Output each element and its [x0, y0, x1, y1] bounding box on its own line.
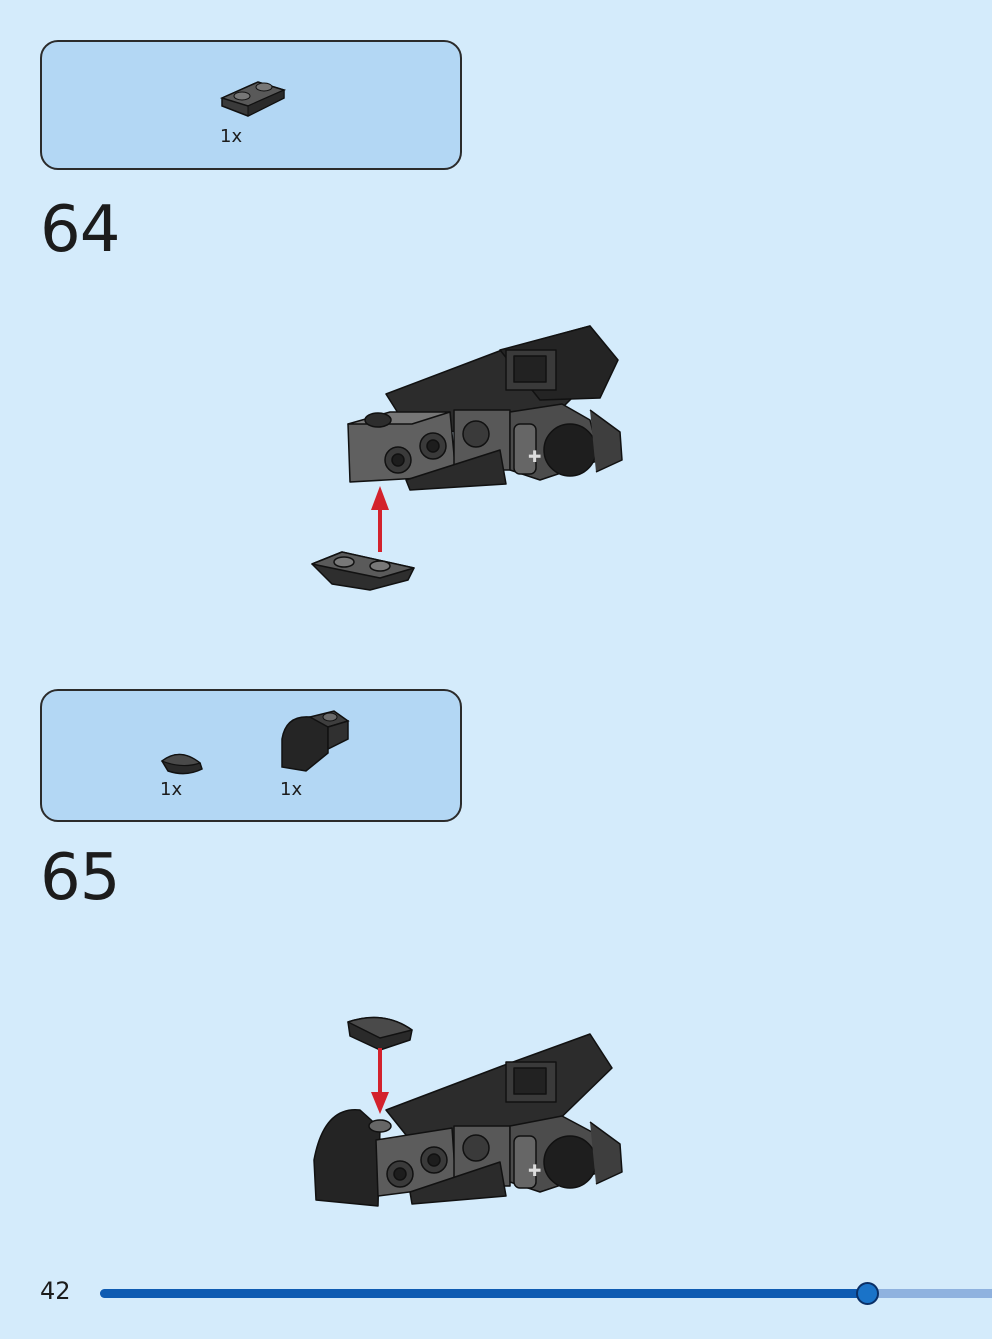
parts-callout-step-65: 1x 1x: [40, 689, 462, 822]
part-quantity: 1x: [160, 779, 183, 800]
quarter-round-tile-part: [160, 753, 203, 775]
svg-text:✚: ✚: [528, 447, 541, 466]
step-number: 65: [40, 841, 120, 915]
step-number: 64: [40, 193, 120, 267]
step-64-illustration: ✚: [311, 325, 623, 591]
part-quantity: 1x: [280, 779, 303, 800]
progress-marker: [856, 1282, 880, 1305]
page-number: 42: [40, 1277, 71, 1305]
step-65-illustration: ✚: [313, 1016, 623, 1207]
curved-slope-brick-part: [281, 710, 350, 772]
parts-callout-step-64: 1x: [40, 40, 462, 170]
inverted-slope-plate-part: [219, 81, 287, 117]
svg-text:✚: ✚: [528, 1161, 541, 1180]
progress-fill: [100, 1289, 868, 1298]
part-quantity: 1x: [220, 126, 243, 147]
progress-bar: [100, 1282, 992, 1305]
